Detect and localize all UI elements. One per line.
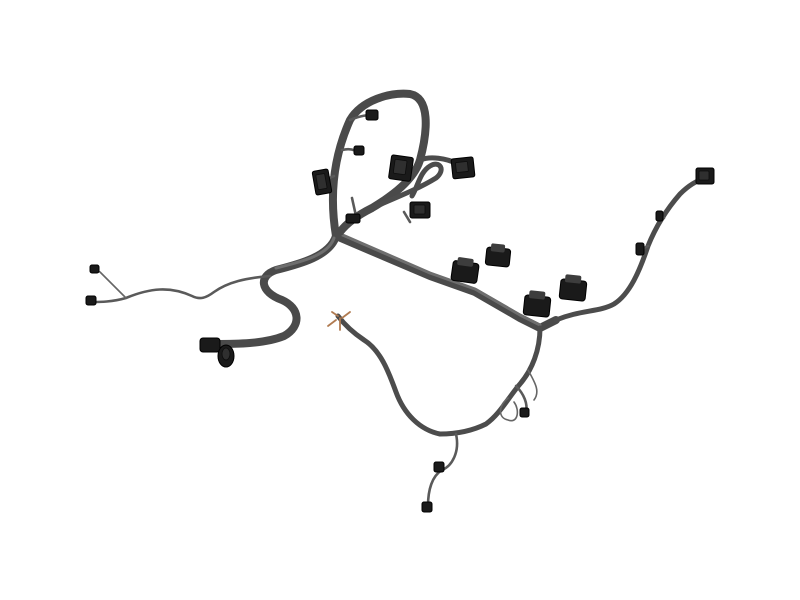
connector-upper-small-a (365, 109, 379, 121)
connector-trunk-d (558, 274, 588, 302)
connector-right-small-b (655, 210, 664, 222)
connector-upper-mid (388, 154, 414, 182)
connector-trunk-clip (409, 201, 431, 219)
lower-branch (335, 313, 543, 508)
connector-upper-small-b (353, 145, 365, 156)
connector-left-small-a (85, 295, 97, 306)
connector-upper-right (450, 156, 476, 180)
connector-lower-c (519, 407, 530, 418)
left-branch (90, 232, 340, 348)
connector-lower-b (421, 501, 433, 513)
main-trunk (332, 231, 560, 332)
connector-trunk-c (522, 290, 552, 318)
connector-right-end (695, 167, 715, 185)
connector-lower-a (433, 461, 445, 473)
copper-terminals (327, 311, 351, 331)
connector-trunk-b (484, 243, 512, 268)
connector-trunk-clip-small (345, 213, 361, 224)
connector-trunk-a (450, 257, 480, 284)
connector-upper-left (311, 168, 333, 196)
connector-left-round (199, 337, 235, 368)
connector-right-small-a (635, 242, 645, 256)
connector-left-small-b (89, 264, 100, 274)
